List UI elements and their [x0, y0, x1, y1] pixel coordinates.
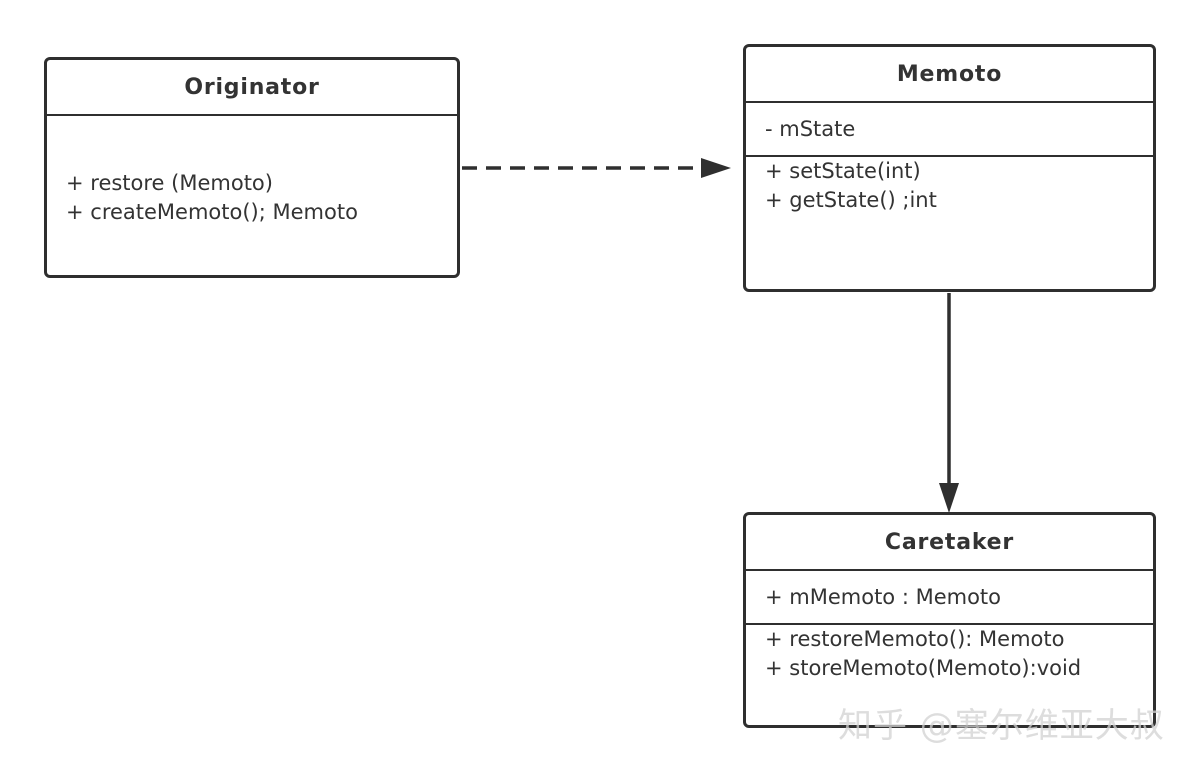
- association-memoto-caretaker[interactable]: [939, 293, 959, 513]
- method-create-memoto: + createMemoto(); Memoto: [66, 200, 358, 224]
- class-name: Caretaker: [746, 515, 1153, 571]
- class-name: Originator: [47, 60, 457, 116]
- methods-compartment: + setState(int) + getState() ;int: [746, 157, 1153, 215]
- class-memoto[interactable]: Memoto - mState + setState(int) + getSta…: [743, 44, 1156, 292]
- attributes-compartment: - mState: [746, 103, 1153, 157]
- method-store-memoto: + storeMemoto(Memoto):void: [765, 656, 1082, 680]
- method-get-state: + getState() ;int: [765, 188, 937, 212]
- watermark: 知乎 @塞尔维亚大叔: [838, 706, 1165, 746]
- dependency-originator-memoto[interactable]: [462, 158, 731, 178]
- association-arrowhead: [939, 483, 959, 513]
- attributes-compartment: + mMemoto : Memoto: [746, 571, 1153, 625]
- dependency-arrowhead: [701, 158, 731, 178]
- class-originator[interactable]: Originator + restore (Memoto) + createMe…: [44, 57, 460, 278]
- class-name: Memoto: [746, 47, 1153, 103]
- method-set-state: + setState(int): [765, 159, 921, 183]
- methods-compartment: + restore (Memoto) + createMemoto(); Mem…: [47, 116, 457, 227]
- class-caretaker[interactable]: Caretaker + mMemoto : Memoto + restoreMe…: [743, 512, 1156, 728]
- method-restore: + restore (Memoto): [66, 171, 273, 195]
- attribute-mmemoto: + mMemoto : Memoto: [765, 585, 1002, 609]
- method-restore-memoto: + restoreMemoto(): Memoto: [765, 627, 1065, 651]
- methods-compartment: + restoreMemoto(): Memoto + storeMemoto(…: [746, 625, 1153, 683]
- attribute-mstate: - mState: [765, 117, 856, 141]
